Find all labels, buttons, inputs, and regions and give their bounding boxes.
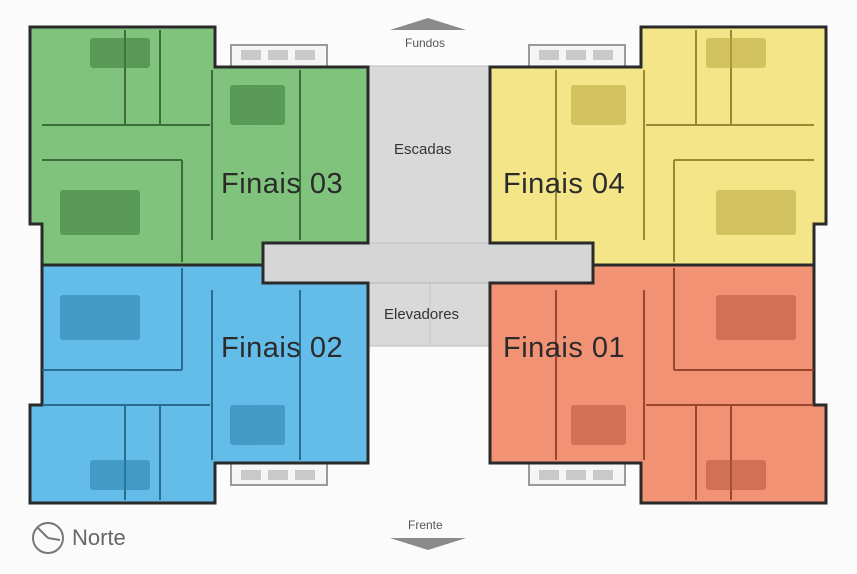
elevators-label: Elevadores	[384, 306, 460, 323]
unit-04-area[interactable]	[488, 25, 828, 267]
unit-02-area[interactable]	[28, 263, 370, 505]
unit-03-label: Finais 03	[221, 168, 344, 200]
compass-icon	[32, 522, 64, 554]
front-label: Frente	[408, 518, 443, 532]
central-core	[262, 65, 594, 347]
unit-02-label: Finais 02	[221, 332, 344, 364]
arrow-down-icon	[390, 538, 466, 550]
stairs-label: Escadas	[394, 141, 452, 158]
unit-01-area[interactable]	[488, 263, 828, 505]
arrow-up-icon	[390, 18, 466, 30]
back-label: Fundos	[405, 36, 446, 50]
unit-04-label: Finais 04	[503, 168, 626, 200]
unit-01-label: Finais 01	[503, 332, 626, 364]
north-label: Norte	[72, 525, 126, 550]
unit-03-area[interactable]	[28, 25, 370, 267]
balcony-windows	[241, 50, 613, 480]
